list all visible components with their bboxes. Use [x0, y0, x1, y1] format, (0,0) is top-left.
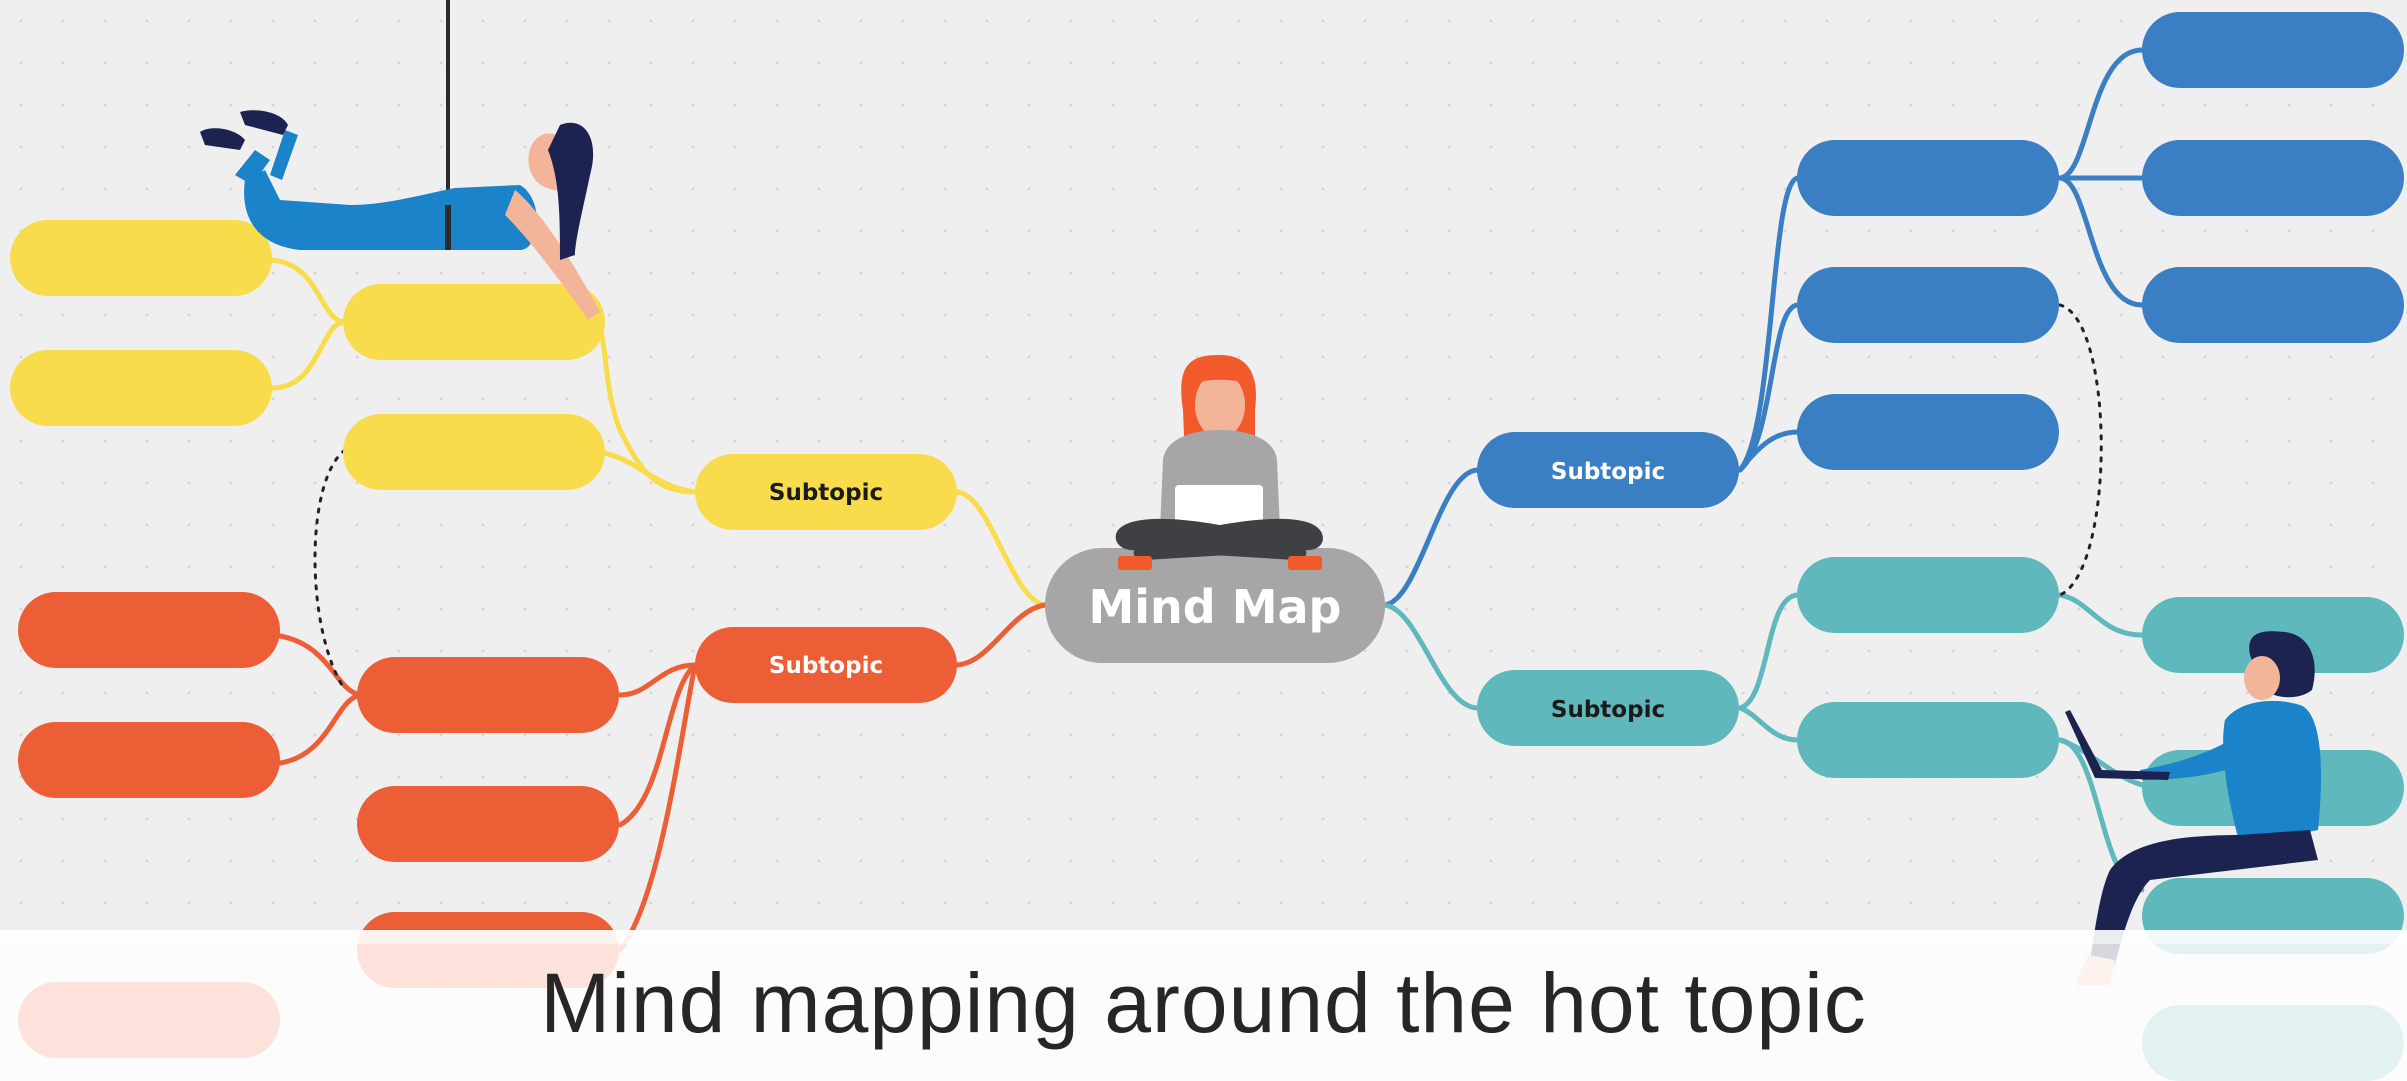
caption-band: [0, 930, 2407, 1081]
person-hanging-illustration: [200, 0, 600, 320]
yellow-subtopic-node[interactable]: [695, 454, 957, 530]
orange-subtopic-node[interactable]: [695, 627, 957, 703]
person-laptop-illustration: [2065, 631, 2321, 985]
blue-leaf-node[interactable]: [2142, 140, 2404, 216]
yellow-leaf-node[interactable]: [10, 220, 272, 296]
yellow-nodes: [10, 220, 957, 530]
connectors: [267, 47, 2145, 953]
orange-child-node[interactable]: [357, 786, 619, 862]
orange-leaf-node[interactable]: [18, 592, 280, 668]
blue-child-node[interactable]: [1797, 140, 2059, 216]
blue-leaf-node[interactable]: [2142, 12, 2404, 88]
teal-child-node[interactable]: [1797, 557, 2059, 633]
teal-subtopic-node[interactable]: [1477, 670, 1739, 746]
blue-child-node[interactable]: [1797, 394, 2059, 470]
slide-caption: Mind mapping around the hot topic: [540, 956, 1867, 1050]
teal-subtopic-label: Subtopic: [1551, 697, 1665, 723]
blue-subtopic-label: Subtopic: [1551, 459, 1665, 485]
orange-subtopic-label: Subtopic: [769, 653, 883, 679]
yellow-subtopic-label: Subtopic: [769, 480, 883, 506]
yellow-child-node[interactable]: [343, 414, 605, 490]
blue-subtopic-node[interactable]: [1477, 432, 1739, 508]
teal-child-node[interactable]: [1797, 702, 2059, 778]
blue-nodes: [1477, 12, 2404, 508]
orange-leaf-node[interactable]: [18, 722, 280, 798]
central-node[interactable]: [1045, 548, 1385, 663]
central-node-label: Mind Map: [1089, 580, 1342, 634]
orange-child-node[interactable]: [357, 657, 619, 733]
person-meditating-illustration: [1115, 355, 1323, 570]
yellow-leaf-node[interactable]: [10, 350, 272, 426]
yellow-child-node[interactable]: [343, 284, 605, 360]
blue-leaf-node[interactable]: [2142, 267, 2404, 343]
blue-child-node[interactable]: [1797, 267, 2059, 343]
